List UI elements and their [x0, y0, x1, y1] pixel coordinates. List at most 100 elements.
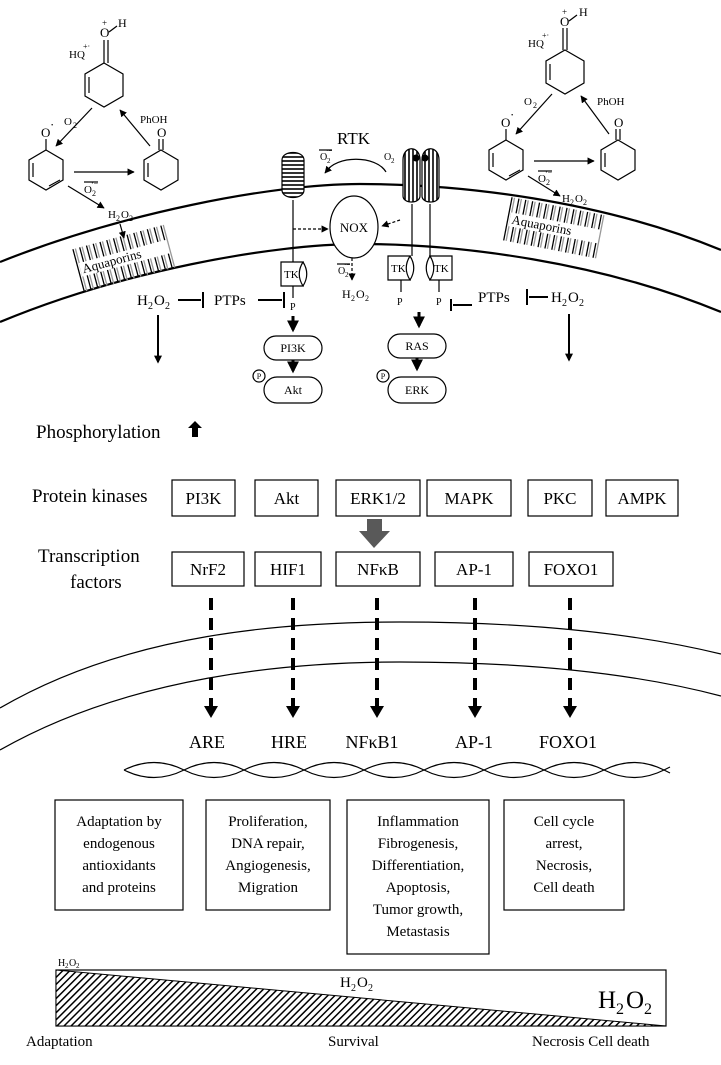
pi3k-akt-cascade: PI3K Akt P	[252, 316, 323, 404]
superoxide-label: O	[320, 152, 327, 163]
erk-label: ERK	[405, 383, 429, 397]
receptor-ectodomain-right-b	[421, 148, 440, 203]
superoxide-label: O	[338, 266, 345, 277]
tf-label: AP-1	[456, 560, 492, 579]
h2o2-sub: 2	[570, 198, 574, 207]
h2o2-sub: 2	[616, 1001, 624, 1018]
kinase-box	[171, 479, 236, 517]
dna-helix	[123, 761, 671, 779]
superoxide-sub: 2	[92, 189, 96, 198]
response-element-label: NFκB1	[345, 732, 398, 752]
arrowhead	[468, 706, 482, 718]
ptp-inhibition-left: H 2 O 2 PTPs	[137, 292, 285, 364]
h2o2-o: O	[356, 287, 365, 301]
outcome-box	[346, 799, 490, 955]
o2-label: O	[384, 152, 391, 163]
receptor-ectodomain-left	[281, 151, 305, 199]
aquaporin-stripe	[503, 197, 513, 241]
outcome-box	[54, 799, 184, 911]
h2o2-h: H	[108, 209, 116, 221]
akt-node	[263, 376, 323, 404]
superoxide-label: O	[538, 173, 546, 185]
tk-label: TK	[434, 263, 449, 275]
outcome-line: Metastasis	[386, 924, 449, 940]
benzene-ring-phenoxy-right	[488, 139, 524, 181]
phosphorylation-label: Phosphorylation	[36, 422, 161, 443]
tf-box	[171, 551, 245, 587]
o2-sub: 2	[391, 157, 395, 165]
outcome-line: antioxidants	[82, 858, 155, 874]
h2o2-o: O	[568, 290, 579, 306]
o2-label: O	[524, 96, 532, 108]
h2o2-h: H	[58, 958, 65, 969]
nox-enzyme	[329, 195, 379, 259]
gradient-wedge	[55, 969, 667, 1027]
aquaporin-stripe	[162, 224, 176, 268]
phenol-redox-cycle-left: O + H HQ +· O · O O 2 PhOH O 2 ·− H 2 O …	[28, 16, 179, 239]
ptps-label: PTPs	[478, 290, 510, 306]
kinase-box	[254, 479, 319, 517]
outcome-box	[205, 799, 331, 911]
h2o2-o: O	[154, 293, 165, 309]
h2o2-sub: 2	[562, 298, 567, 309]
response-elements-row: ARE HRE NFκB1 AP-1 FOXO1	[189, 732, 597, 752]
outcome-line: Inflammation	[377, 814, 459, 830]
aquaporin-label-bg	[78, 239, 170, 277]
tf-box	[254, 551, 322, 587]
up-arrow-icon	[188, 421, 202, 437]
superoxide-sub: 2	[345, 271, 349, 279]
kinase-box	[527, 479, 593, 517]
h2o2-h: H	[137, 293, 148, 309]
arrowhead	[204, 706, 218, 718]
o2-sub: 2	[533, 101, 537, 110]
hydrogen-label: H	[579, 5, 588, 19]
ptp-inhibition-right: PTPs H 2 O 2	[450, 289, 584, 362]
kinase-box	[426, 479, 512, 517]
h2o2-sub: 2	[116, 214, 120, 223]
ras-label: RAS	[405, 339, 428, 353]
outcome-line: arrest,	[545, 836, 582, 852]
hq-label: HQ	[69, 49, 85, 61]
h2o2-sub: 2	[65, 962, 69, 970]
superoxide-sub: 2	[327, 157, 331, 165]
akt-label: Akt	[284, 383, 303, 397]
charge-label: +	[562, 7, 567, 17]
response-element-label: AP-1	[455, 732, 493, 752]
phenol-redox-cycle-right: O + H HQ +· O · O O 2 PhOH O 2 ·− H 2 O …	[488, 5, 636, 207]
phospho-badge-label: P	[381, 372, 386, 381]
transcription-factors-label-2: factors	[70, 572, 122, 593]
response-element-label: FOXO1	[539, 732, 597, 752]
protein-kinases-label: Protein kinases	[32, 486, 148, 507]
h2o2-o: O	[121, 209, 129, 221]
adaptation-label: Adaptation	[26, 1034, 93, 1050]
h2o2-sub: 2	[76, 962, 80, 970]
rtk-nox-complex: RTK O 2 ·− O 2 NOX O 2 ·− H 2 O 2 TK P	[280, 129, 453, 313]
response-element-label: ARE	[189, 732, 225, 752]
kinase-box	[605, 479, 679, 517]
h2o2-sub: 2	[365, 294, 369, 303]
benzene-ring-quinone-right	[600, 139, 636, 181]
kinase-label: AMPK	[617, 489, 667, 508]
tf-label: NrF2	[190, 560, 226, 579]
benzene-ring-phenoxy-left	[28, 149, 64, 191]
h2o2-h: H	[342, 287, 351, 301]
kinase-label: ERK1/2	[350, 489, 406, 508]
hydrogen-label: H	[118, 16, 127, 30]
outcome-line: DNA repair,	[231, 836, 305, 852]
outcome-line: Necrosis,	[536, 858, 592, 874]
phoh-label: PhOH	[597, 96, 625, 108]
h2o2-h: H	[562, 193, 570, 205]
tf-box	[434, 551, 514, 587]
nuclear-envelope	[0, 621, 721, 751]
h2o2-o: O	[626, 987, 644, 1014]
benzene-ring-quinone-left	[143, 149, 179, 191]
kinase-label: Akt	[274, 489, 300, 508]
h2o2-h: H	[551, 290, 562, 306]
response-element-label: HRE	[271, 732, 307, 752]
pi3k-label: PI3K	[280, 341, 306, 355]
receptor-ectodomain-right-a	[402, 148, 421, 203]
phospho-label: P	[290, 302, 296, 313]
outcome-line: Tumor growth,	[373, 902, 463, 918]
